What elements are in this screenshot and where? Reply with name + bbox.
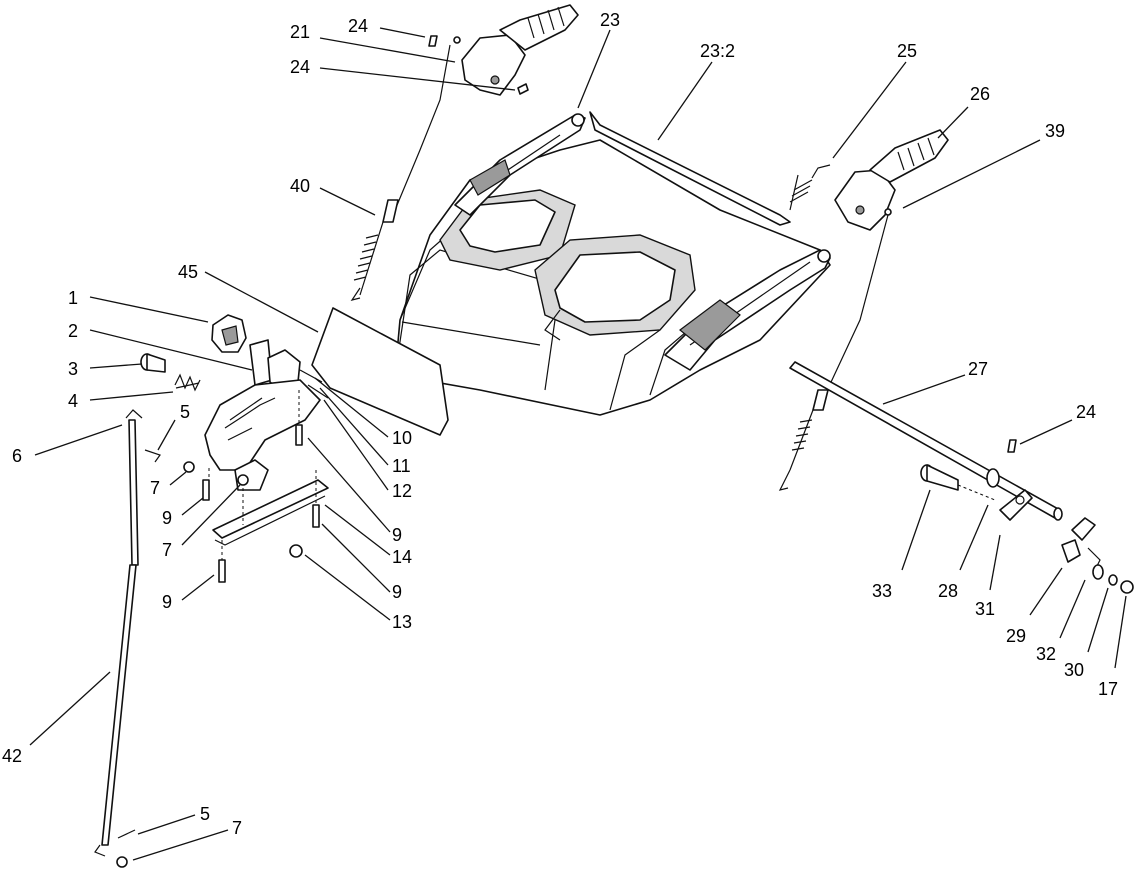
callout-21: 21 bbox=[290, 22, 310, 42]
shaft-27 bbox=[789, 361, 1063, 521]
callout-9: 9 bbox=[392, 525, 402, 545]
callout-28: 28 bbox=[938, 581, 958, 601]
callout-27: 27 bbox=[968, 359, 988, 379]
callout-23: 23 bbox=[600, 10, 620, 30]
pin-3 bbox=[140, 353, 166, 373]
washer-7a bbox=[183, 461, 195, 473]
handle-rail-left bbox=[454, 113, 586, 216]
callout-26: 26 bbox=[970, 84, 990, 104]
callout-17: 17 bbox=[1098, 679, 1118, 699]
dashboard-housing bbox=[394, 139, 831, 416]
collar-29 bbox=[1061, 517, 1096, 563]
callout-24: 24 bbox=[290, 57, 310, 77]
callout-25: 25 bbox=[897, 41, 917, 61]
washer-30b bbox=[1108, 574, 1118, 586]
shift-bracket bbox=[204, 339, 321, 491]
callout-6: 6 bbox=[12, 446, 22, 466]
callout-23-2: 23:2 bbox=[700, 41, 735, 61]
bolt-9c bbox=[295, 424, 303, 446]
callout-labels: 1 2 3 4 5 6 7 9 7 9 45 10 11 12 9 14 9 1… bbox=[2, 10, 1118, 838]
shift-knob bbox=[211, 314, 247, 353]
decal-strip bbox=[589, 111, 791, 226]
callout-1: 1 bbox=[68, 288, 78, 308]
handle-rail-right bbox=[664, 249, 831, 371]
callout-33: 33 bbox=[872, 581, 892, 601]
cable-40 bbox=[350, 44, 451, 301]
callout-14: 14 bbox=[392, 547, 412, 567]
callout-5: 5 bbox=[200, 804, 210, 824]
cable-39 bbox=[778, 208, 892, 491]
lever-26 bbox=[834, 129, 949, 231]
callout-7: 7 bbox=[150, 478, 160, 498]
callout-4: 4 bbox=[68, 391, 78, 411]
pin-24a bbox=[428, 35, 438, 47]
bolt-9b bbox=[218, 559, 226, 583]
callout-12: 12 bbox=[392, 481, 412, 501]
callout-24: 24 bbox=[1076, 402, 1096, 422]
callout-11: 11 bbox=[392, 456, 411, 476]
bolt-9a bbox=[202, 479, 210, 501]
bolt-9d bbox=[312, 504, 320, 528]
callout-9: 9 bbox=[392, 582, 402, 602]
shift-rod bbox=[94, 409, 143, 868]
spring-4 bbox=[174, 373, 201, 392]
bar-14 bbox=[212, 479, 329, 539]
callout-10: 10 bbox=[392, 428, 412, 448]
callout-39: 39 bbox=[1045, 121, 1065, 141]
callout-7: 7 bbox=[162, 540, 172, 560]
callout-32: 32 bbox=[1036, 644, 1056, 664]
lever-21 bbox=[461, 4, 579, 96]
decal-45 bbox=[311, 307, 449, 436]
bolt-33 bbox=[920, 464, 959, 491]
callout-3: 3 bbox=[68, 359, 78, 379]
pin-24b bbox=[517, 83, 529, 95]
callout-2: 2 bbox=[68, 321, 78, 341]
callout-42: 42 bbox=[2, 746, 22, 766]
spring-25 bbox=[789, 164, 831, 211]
callout-31: 31 bbox=[975, 599, 995, 619]
callout-7: 7 bbox=[232, 818, 242, 838]
washer-7b bbox=[237, 474, 249, 486]
callout-5: 5 bbox=[180, 402, 190, 422]
nut-13 bbox=[289, 544, 303, 558]
callout-45: 45 bbox=[178, 262, 198, 282]
plate-31 bbox=[999, 489, 1033, 521]
washer-30 bbox=[1092, 564, 1104, 580]
callout-13: 13 bbox=[392, 612, 412, 632]
callout-9: 9 bbox=[162, 508, 172, 528]
callout-30: 30 bbox=[1064, 660, 1084, 680]
callout-29: 29 bbox=[1006, 626, 1026, 646]
callout-24: 24 bbox=[348, 16, 368, 36]
leader-lines bbox=[29, 27, 1127, 861]
nut-17 bbox=[1120, 580, 1134, 594]
cotter-5a bbox=[144, 449, 161, 463]
callout-9: 9 bbox=[162, 592, 172, 612]
callout-40: 40 bbox=[290, 176, 310, 196]
